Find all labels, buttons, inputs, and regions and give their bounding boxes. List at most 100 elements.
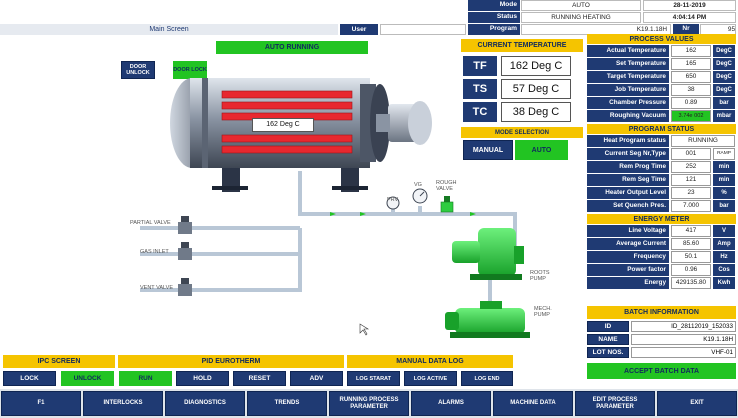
program-status-value: 001 [671, 148, 711, 160]
program-status-unit: min [713, 174, 735, 186]
program-status-unit: bar [713, 200, 735, 212]
prv-gauge [386, 196, 400, 210]
energy-meter-unit: Kwh [713, 277, 735, 289]
program-status-value: 252 [671, 161, 711, 173]
process-value-value: 38 [671, 84, 711, 96]
roots-pump-label: ROOTS PUMP [530, 270, 550, 282]
heater-elements [221, 90, 353, 154]
accept-batch-data-button[interactable]: ACCEPT BATCH DATA [587, 363, 736, 379]
batch-id-value[interactable]: ID_28112019_152033 [631, 321, 736, 332]
mode-selection-title: MODE SELECTION [461, 127, 583, 138]
program-status-value: RUNNING [671, 135, 735, 147]
batch-name-label: NAME [587, 334, 629, 345]
manual-data-log-title: MANUAL DATA LOG [347, 355, 513, 368]
process-value-value: 650 [671, 71, 711, 83]
program-status-value: 7.000 [671, 200, 711, 212]
energy-meter-unit: V [713, 225, 735, 237]
nav-edit-process-parameter-button[interactable]: EDIT PROCESS PARAMETER [575, 391, 655, 416]
ipc-screen-title: IPC SCREEN [3, 355, 115, 368]
log-start-button[interactable]: LOG STARAT [347, 371, 400, 386]
date-display: 28-11-2019 [643, 0, 736, 11]
manual-mode-button[interactable]: MANUAL [463, 140, 513, 160]
pid-run-button[interactable]: RUN [119, 371, 172, 386]
batch-lot-value[interactable]: VHF-01 [631, 347, 736, 358]
ts-value: 57 Deg C [501, 79, 571, 99]
nav-diagnostics-button[interactable]: DIAGNOSTICS [165, 391, 245, 416]
nav-f1-button[interactable]: F1 [1, 391, 81, 416]
ipc-unlock-button[interactable]: UNLOCK [61, 371, 114, 386]
nav-running-process-parameter-button[interactable]: RUNNING PROCESS PARAMETER [329, 391, 409, 416]
pid-adv-button[interactable]: ADV [290, 371, 343, 386]
screen-title-tab: Main Screen [0, 24, 338, 35]
program-status-label: Current Seg Nr,Type [587, 148, 669, 160]
program-status-unit: min [713, 161, 735, 173]
nav-machine-data-button[interactable]: MACHINE DATA [493, 391, 573, 416]
nav-trends-button[interactable]: TRENDS [247, 391, 327, 416]
process-value-label: Actual Temperature [587, 45, 669, 57]
program-status-value: 23 [671, 187, 711, 199]
energy-meter-value: 50.1 [671, 251, 711, 263]
pid-reset-button[interactable]: RESET [233, 371, 286, 386]
mouse-cursor [359, 323, 370, 336]
log-end-button[interactable]: LOG END [461, 371, 513, 386]
tf-value: 162 Deg C [501, 56, 571, 76]
process-value-unit: mbar [713, 110, 735, 122]
current-temperature-title: CURRENT TEMPERATURE [461, 39, 583, 52]
energy-meter-value: 429135.80 [671, 277, 711, 289]
nav-interlocks-button[interactable]: INTERLOCKS [83, 391, 163, 416]
process-values-title: PROCESS VALUES [587, 34, 736, 44]
process-value-label: Set Temperature [587, 58, 669, 70]
program-status-unit: RAMP RATE [713, 148, 735, 166]
ipc-lock-button[interactable]: LOCK [3, 371, 56, 386]
user-field[interactable] [380, 24, 466, 35]
mode-value: AUTO [521, 0, 641, 11]
tc-value: 38 Deg C [501, 102, 571, 122]
user-label: User [340, 24, 378, 35]
process-value-label: Target Temperature [587, 71, 669, 83]
batch-lot-label: LOT NOS. [587, 347, 629, 358]
process-value-unit: DegC [713, 84, 735, 96]
energy-meter-label: Average Current [587, 238, 669, 250]
rough-valve [440, 201, 454, 213]
time-display: 4:04:14 PM [643, 12, 736, 23]
nav-exit-button[interactable]: EXIT [657, 391, 737, 416]
mech-pump-label: MECH. PUMP [534, 306, 552, 318]
pid-hold-button[interactable]: HOLD [176, 371, 229, 386]
log-active-button[interactable]: LOG ACTIVE [404, 371, 457, 386]
energy-meter-unit: Hz [713, 251, 735, 263]
process-value-unit: bar [713, 97, 735, 109]
energy-meter-label: Energy [587, 277, 669, 289]
process-value-label: Roughing Vacuum [587, 110, 669, 122]
energy-meter-label: Frequency [587, 251, 669, 263]
door-lock-button[interactable]: DOOR LOCK [173, 61, 207, 79]
process-value-unit: DegC [713, 45, 735, 57]
pid-eurotherm-title: PID EUROTHERM [118, 355, 344, 368]
auto-mode-button[interactable]: AUTO [515, 140, 568, 160]
partial-valve-label: PARTIAL VALVE [130, 220, 171, 226]
energy-meter-value: 417 [671, 225, 711, 237]
vent-valve-label: VENT VALVE [140, 285, 174, 291]
batch-information-title: BATCH INFORMATION [587, 306, 736, 319]
status-value: RUNNING HEATING [521, 12, 641, 23]
batch-name-value[interactable]: K19.1.18H [631, 334, 736, 345]
vessel-leg [341, 166, 359, 192]
program-status-label: Rem Prog Time [587, 161, 669, 173]
nav-alarms-button[interactable]: ALARMS [411, 391, 491, 416]
energy-meter-unit: Amp [713, 238, 735, 250]
process-value-unit: DegC [713, 58, 735, 70]
process-pipes [140, 171, 517, 306]
program-status-unit: % [713, 187, 735, 199]
vessel-leg [222, 166, 240, 192]
door-unlock-button[interactable]: DOOR UNLOCK [121, 61, 155, 79]
